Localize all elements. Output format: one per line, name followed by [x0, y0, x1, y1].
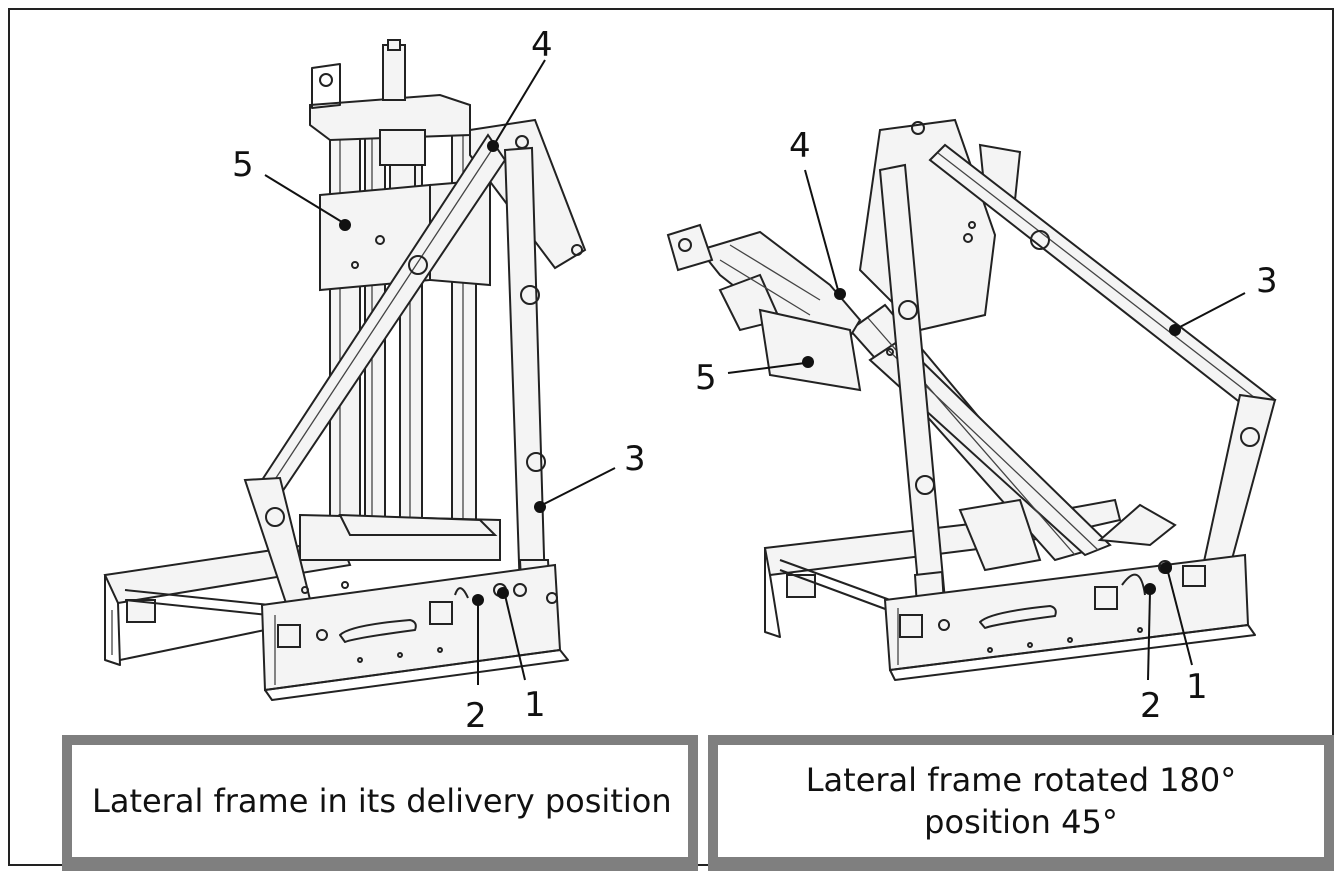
right-callout-5: 5 — [695, 358, 717, 398]
right-callout-leaders — [727, 169, 1246, 681]
right-callout-2: 2 — [1140, 686, 1162, 726]
left-callout-3: 3 — [624, 439, 646, 479]
left-callout-5: 5 — [232, 145, 254, 185]
right-caption-box: Lateral frame rotated 180° position 45° — [708, 735, 1334, 871]
right-callout-1: 1 — [1186, 667, 1208, 707]
left-callout-4: 4 — [531, 25, 553, 65]
left-caption-box: Lateral frame in its delivery position — [62, 735, 698, 871]
left-callout-2: 2 — [465, 696, 487, 736]
left-caption: Lateral frame in its delivery position — [92, 782, 672, 820]
right-caption-line1: Lateral frame rotated 180° — [805, 761, 1237, 799]
right-caption: Lateral frame rotated 180° position 45° — [806, 759, 1237, 843]
right-machine — [666, 118, 1277, 681]
left-callout-leaders — [264, 59, 616, 685]
left-callout-1: 1 — [524, 685, 546, 725]
right-caption-line2: position 45° — [924, 803, 1118, 841]
right-callout-4: 4 — [789, 126, 811, 166]
right-callout-3: 3 — [1256, 261, 1278, 301]
left-machine — [103, 39, 616, 701]
